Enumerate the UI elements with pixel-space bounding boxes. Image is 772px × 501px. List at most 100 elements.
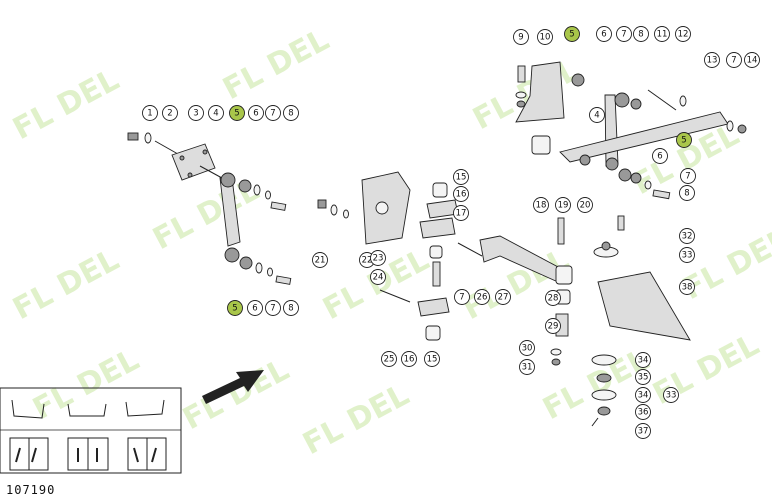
- callout-circle: [663, 387, 679, 403]
- callout-number: 35: [638, 373, 649, 383]
- callout-number: 6: [252, 304, 257, 314]
- callout-8: 8: [283, 105, 299, 121]
- callout-8: 8: [633, 26, 649, 42]
- bush-part: [630, 172, 642, 184]
- callout-circle: [577, 197, 593, 213]
- callout-circle: [635, 387, 651, 403]
- callout-number: 7: [459, 293, 464, 303]
- callout-8: 8: [679, 185, 695, 201]
- callout-number: 15: [427, 355, 438, 365]
- clamp-block-part: [419, 217, 456, 239]
- bush-part: [425, 325, 441, 341]
- idler-arm-part: [604, 94, 619, 167]
- callout-34: 34: [635, 352, 651, 368]
- callout-4: 4: [589, 107, 605, 123]
- callout-number: 18: [536, 201, 547, 211]
- callout-circle: [676, 132, 692, 148]
- bolt-part: [652, 189, 671, 200]
- callout-circle: [545, 290, 561, 306]
- callout-29: 29: [545, 318, 561, 334]
- callout-number: 28: [548, 294, 559, 304]
- callout-number: 1: [147, 109, 152, 119]
- callout-4: 4: [208, 105, 224, 121]
- callout-33: 33: [679, 247, 695, 263]
- callout-circle: [312, 252, 328, 268]
- bolt-part: [275, 275, 292, 285]
- callout-number: 4: [594, 111, 599, 121]
- callout-7: 7: [265, 300, 281, 316]
- callout-6: 6: [248, 105, 264, 121]
- hole-part: [187, 172, 193, 178]
- callout-number: 7: [270, 304, 275, 314]
- top-right-assembly: [515, 61, 747, 245]
- nut-part: [579, 154, 591, 166]
- callout-circle: [519, 359, 535, 375]
- nut-part: [317, 199, 327, 209]
- callout-number: 29: [548, 322, 559, 332]
- callout-9: 9: [513, 29, 529, 45]
- callout-number: 24: [373, 273, 384, 283]
- drawing-code: 107190: [6, 483, 55, 497]
- callout-number: 15: [456, 173, 467, 183]
- callout-circle: [454, 289, 470, 305]
- pin-part: [432, 261, 441, 287]
- callout-circle: [654, 26, 670, 42]
- callout-7: 7: [616, 26, 632, 42]
- callout-number: 16: [404, 355, 415, 365]
- washer-part: [515, 91, 527, 99]
- callout-14: 14: [744, 52, 760, 68]
- callout-7: 7: [680, 168, 696, 184]
- bolt-part: [647, 89, 677, 111]
- direction-arrow-icon: [15, 447, 157, 463]
- callout-circle: [519, 340, 535, 356]
- callout-number: 27: [498, 293, 509, 303]
- callout-number: 11: [657, 30, 668, 40]
- callout-circle: [474, 289, 490, 305]
- callout-23: 23: [370, 250, 386, 266]
- callout-circle: [679, 185, 695, 201]
- washer-part: [550, 348, 562, 356]
- callout-26: 26: [474, 289, 490, 305]
- bush-part: [614, 92, 630, 108]
- callout-circle: [381, 351, 397, 367]
- callout-28: 28: [545, 290, 561, 306]
- callout-circle: [652, 148, 668, 164]
- callout-number: 38: [682, 283, 693, 293]
- callout-number: 32: [682, 232, 693, 242]
- idler-bracket-part: [515, 61, 565, 123]
- callout-20: 20: [577, 197, 593, 213]
- callout-16: 16: [401, 351, 417, 367]
- callout-circle: [283, 300, 299, 316]
- bush-part: [224, 247, 240, 263]
- callout-circle: [537, 29, 553, 45]
- nut-part: [596, 373, 612, 383]
- bush-part: [605, 157, 619, 171]
- callout-number: 7: [731, 56, 736, 66]
- callout-number: 37: [638, 427, 649, 437]
- right-mount-assembly: [591, 215, 691, 427]
- callout-circle: [453, 186, 469, 202]
- callout-number: 2: [167, 109, 172, 119]
- bush-part: [432, 182, 448, 198]
- callout-5: 5: [229, 105, 245, 121]
- callout-number: 4: [213, 109, 218, 119]
- callout-circle: [633, 26, 649, 42]
- bush-part: [630, 98, 642, 110]
- callout-circle: [370, 269, 386, 285]
- callout-number: 16: [456, 190, 467, 200]
- mount-part: [591, 389, 617, 401]
- callout-circle: [401, 351, 417, 367]
- callout-1: 1: [142, 105, 158, 121]
- callout-5: 5: [564, 26, 580, 42]
- washer-part: [726, 120, 734, 132]
- callout-circle: [635, 404, 651, 420]
- callout-number: 12: [678, 30, 689, 40]
- hole-part: [202, 149, 208, 155]
- callout-number: 36: [638, 408, 649, 418]
- callout-12: 12: [675, 26, 691, 42]
- stabilizer-frame-part: [597, 271, 691, 341]
- bush-part: [239, 256, 253, 270]
- bracket-plate-part: [171, 143, 216, 181]
- callout-circle: [679, 228, 695, 244]
